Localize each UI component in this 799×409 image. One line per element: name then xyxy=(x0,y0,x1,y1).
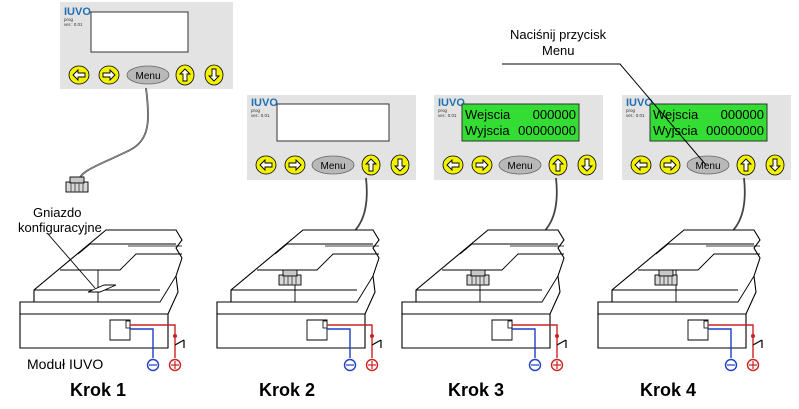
svg-text:000000: 000000 xyxy=(721,107,764,122)
svg-text:ver.: 0.01: ver.: 0.01 xyxy=(626,113,645,118)
svg-text:prog: prog xyxy=(64,17,74,22)
up-arrow-button[interactable] xyxy=(736,154,756,176)
svg-text:Wyjscia: Wyjscia xyxy=(653,123,698,138)
socket-callout-line xyxy=(47,233,96,289)
menu-button[interactable] xyxy=(498,155,542,175)
down-arrow-button[interactable] xyxy=(204,64,224,86)
module-step1 xyxy=(19,229,185,372)
up-arrow-button[interactable] xyxy=(361,154,381,176)
menu-button[interactable] xyxy=(311,155,355,175)
svg-text:IUVO: IUVO xyxy=(438,97,465,109)
lcd-screen xyxy=(461,103,580,142)
step-1-label: Krok 1 xyxy=(70,380,127,400)
svg-text:Menu: Menu xyxy=(135,71,160,82)
panel-brand: IUVO xyxy=(64,6,91,18)
svg-text:00000000: 00000000 xyxy=(706,123,764,138)
svg-text:ver.: 0.01: ver.: 0.01 xyxy=(251,113,270,118)
step-4-label: Krok 4 xyxy=(640,380,697,400)
lcd-screen xyxy=(276,103,390,142)
svg-text:Menu: Menu xyxy=(507,161,532,172)
step-3-label: Krok 3 xyxy=(448,380,505,400)
cable-step1 xyxy=(77,87,149,183)
left-arrow-button[interactable] xyxy=(255,155,277,175)
svg-text:Wyjscia: Wyjscia xyxy=(465,123,510,138)
connector-plug xyxy=(65,176,89,193)
up-arrow-button[interactable] xyxy=(175,64,195,86)
press-menu-callout-line xyxy=(502,63,707,166)
svg-text:Wejscia: Wejscia xyxy=(465,107,511,122)
down-arrow-button[interactable] xyxy=(577,154,597,176)
svg-text:Menu: Menu xyxy=(320,161,345,172)
svg-text:ver.: 0.01: ver.: 0.01 xyxy=(438,113,457,118)
module-step4 xyxy=(597,229,763,372)
module-label: Moduł IUVO xyxy=(27,356,104,372)
panel-step2: IUVO prog ver.: 0.01 Menu xyxy=(247,95,416,180)
panel-step1: IUVO prog ver.: 0.01 Menu xyxy=(60,2,233,89)
left-arrow-button[interactable] xyxy=(442,155,464,175)
panel-step3: IUVO prog ver.: 0.01 Wejscia 000000 Wyjs… xyxy=(434,95,603,180)
svg-text:IUVO: IUVO xyxy=(626,97,653,109)
svg-text:Wejscia: Wejscia xyxy=(653,107,699,122)
socket-label-line1: Gniazdo xyxy=(33,205,82,220)
right-arrow-button[interactable] xyxy=(471,155,493,175)
press-menu-label-line2: Menu xyxy=(542,43,575,58)
panel-step4: IUVO prog ver.: 0.01 Wejscia 000000 Wyjs… xyxy=(622,95,791,180)
svg-text:ver.: 0.01: ver.: 0.01 xyxy=(64,22,83,27)
right-arrow-button[interactable] xyxy=(98,65,120,85)
svg-text:prog: prog xyxy=(626,108,636,113)
press-menu-label-line1: Naciśnij przycisk xyxy=(510,27,607,42)
right-arrow-button[interactable] xyxy=(284,155,306,175)
svg-text:prog: prog xyxy=(251,108,261,113)
svg-text:IUVO: IUVO xyxy=(251,97,278,109)
menu-button[interactable] xyxy=(126,65,170,85)
svg-text:00000000: 00000000 xyxy=(518,123,576,138)
left-arrow-button[interactable] xyxy=(68,65,90,85)
menu-button[interactable] xyxy=(686,155,730,175)
svg-text:prog: prog xyxy=(438,108,448,113)
svg-text:000000: 000000 xyxy=(533,107,576,122)
up-arrow-button[interactable] xyxy=(548,154,568,176)
module-step2 xyxy=(216,229,382,372)
socket-label-line2: konfiguracyjne xyxy=(18,220,102,235)
svg-text:Menu: Menu xyxy=(695,161,720,172)
config-socket xyxy=(87,284,117,293)
right-arrow-button[interactable] xyxy=(659,155,681,175)
down-arrow-button[interactable] xyxy=(390,154,410,176)
left-arrow-button[interactable] xyxy=(630,155,652,175)
step-2-label: Krok 2 xyxy=(259,380,316,400)
module-step3 xyxy=(401,229,567,372)
down-arrow-button[interactable] xyxy=(765,154,785,176)
lcd-screen xyxy=(90,11,189,53)
